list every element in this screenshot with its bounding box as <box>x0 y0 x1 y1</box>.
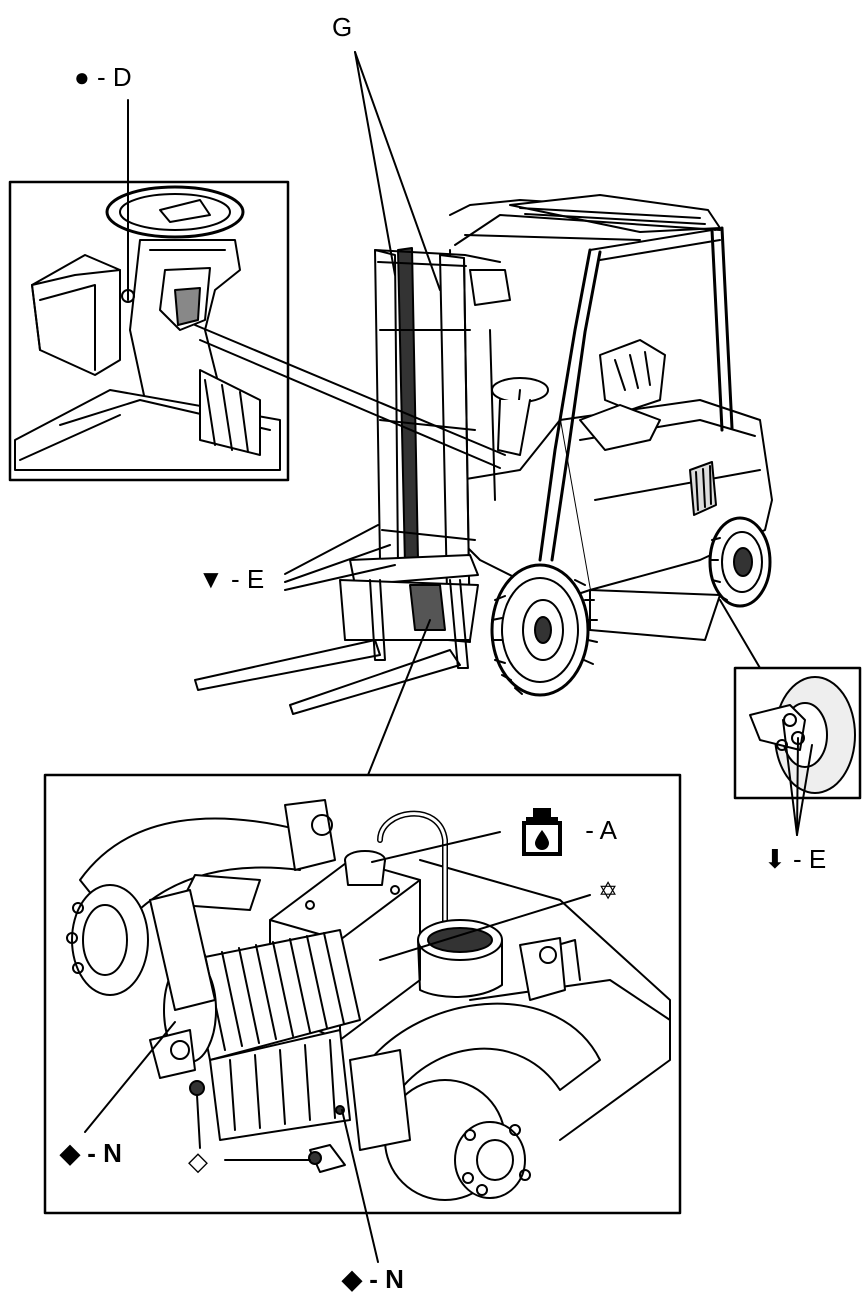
label-n-left: ◆ - N <box>60 1140 122 1166</box>
forks <box>194 579 469 715</box>
filled-diamond-icon: ◆ <box>60 1138 80 1168</box>
down-triangle-icon: ▼ <box>198 564 224 594</box>
operator-seat <box>579 339 666 451</box>
oil-can-icon <box>522 808 562 856</box>
rear-wheel <box>708 516 772 608</box>
filled-circle-icon: ● <box>74 62 90 92</box>
label-e-mast: ▼ - E <box>198 566 264 592</box>
steering-column-callout <box>8 180 290 482</box>
star-of-david-icon: ✡ <box>598 878 619 905</box>
drive-axle-callout <box>43 773 682 1215</box>
open-diamond-icon: ◇ <box>188 1146 208 1176</box>
label-e-wheel: ⬇ - E <box>764 846 826 872</box>
label-e-wheel-text: - E <box>793 844 827 874</box>
steering-wheel <box>491 377 549 456</box>
label-a-text: - A <box>585 814 618 845</box>
label-d-text: - D <box>96 62 132 92</box>
leader-lines <box>84 51 813 1263</box>
down-arrow-icon: ⬇ <box>764 844 786 874</box>
label-g: G <box>332 12 353 42</box>
mast <box>339 247 511 643</box>
filled-diamond-icon: ◆ <box>342 1264 362 1294</box>
label-a: - A <box>520 808 617 856</box>
front-wheel <box>490 563 598 697</box>
label-n-bottom-text: - N <box>369 1264 404 1294</box>
label-d: ● - D <box>74 64 132 90</box>
label-e-mast-text: - E <box>230 564 265 594</box>
wheel-hub-callout <box>733 666 862 800</box>
label-n-bottom: ◆ - N <box>342 1266 404 1292</box>
label-n-left-text: - N <box>87 1138 122 1168</box>
